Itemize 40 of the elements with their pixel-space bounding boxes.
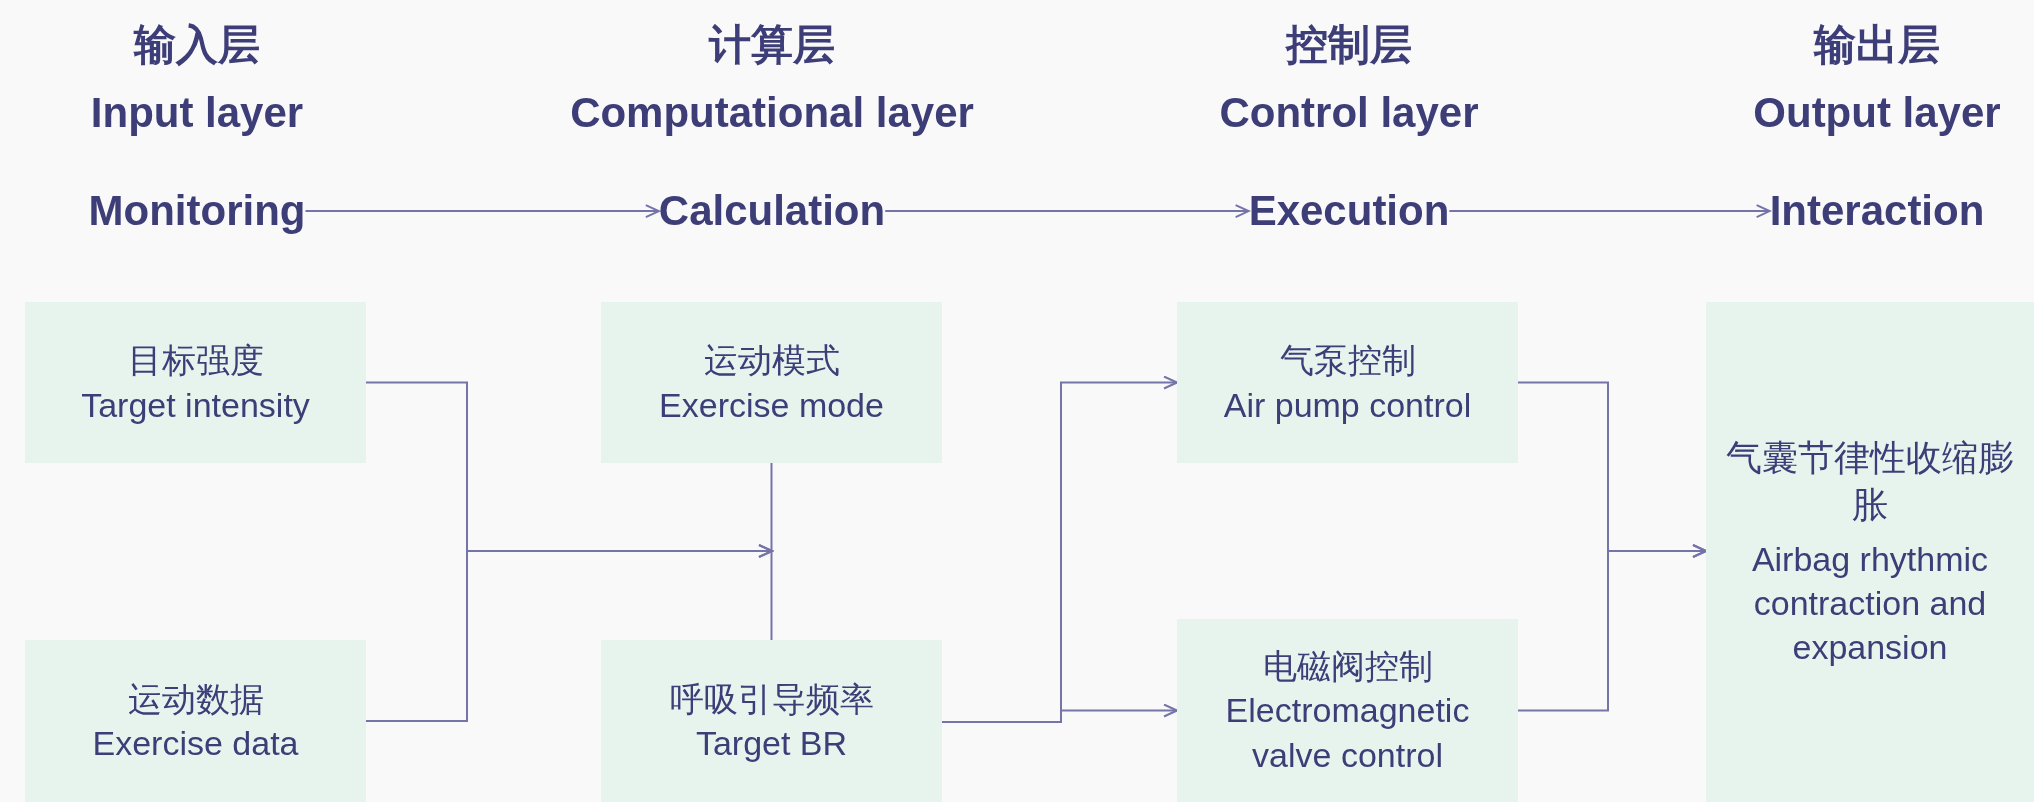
arrow <box>365 544 773 722</box>
arrow <box>941 703 1178 723</box>
box-text: Exercise data <box>92 723 299 764</box>
box-text: Target BR <box>695 723 848 764</box>
layer-subtitle: Computational layer <box>570 90 974 137</box>
process-box <box>601 302 942 463</box>
process-box <box>25 302 366 463</box>
process-box <box>601 640 942 802</box>
process-box <box>1706 302 2034 802</box>
arrow <box>304 204 660 219</box>
arrow <box>1448 204 1771 219</box>
layer-subtitle: Output layer <box>1753 90 2001 137</box>
box-text: Airbag rhythmic contraction and expansion <box>1750 538 1990 668</box>
process-box <box>25 640 366 802</box>
connector-line <box>770 462 773 641</box>
stage-label: Monitoring <box>88 188 306 235</box>
box-title: 运动模式 <box>703 340 840 382</box>
layer-title: 控制层 <box>1286 22 1412 69</box>
stage-label: Execution <box>1248 188 1450 235</box>
process-box <box>1177 619 1518 802</box>
box-text: Target intensity <box>81 384 310 426</box>
box-title: 目标强度 <box>127 340 264 382</box>
box-text: Electromagnetic valve control <box>1224 690 1471 776</box>
box-title: 气囊节律性收缩膨胀 <box>1725 435 2015 527</box>
box-text: Air pump control <box>1223 384 1472 426</box>
box-title: 呼吸引导频率 <box>669 678 874 720</box>
layer-subtitle: Input layer <box>90 90 304 137</box>
process-box <box>1177 302 1518 463</box>
layer-title: 输入层 <box>134 22 260 69</box>
arrow <box>1517 544 1707 712</box>
box-title: 电磁阀控制 <box>1262 646 1433 688</box>
layer-subtitle: Control layer <box>1219 90 1479 137</box>
layer-title: 计算层 <box>709 22 835 69</box>
layer-title: 输出层 <box>1814 22 1940 69</box>
stage-label: Interaction <box>1769 188 1985 235</box>
arrow <box>884 204 1250 219</box>
box-text: Exercise mode <box>659 384 884 426</box>
box-title: 运动数据 <box>127 678 264 720</box>
stage-label: Calculation <box>658 188 886 235</box>
box-title: 气泵控制 <box>1279 340 1416 382</box>
